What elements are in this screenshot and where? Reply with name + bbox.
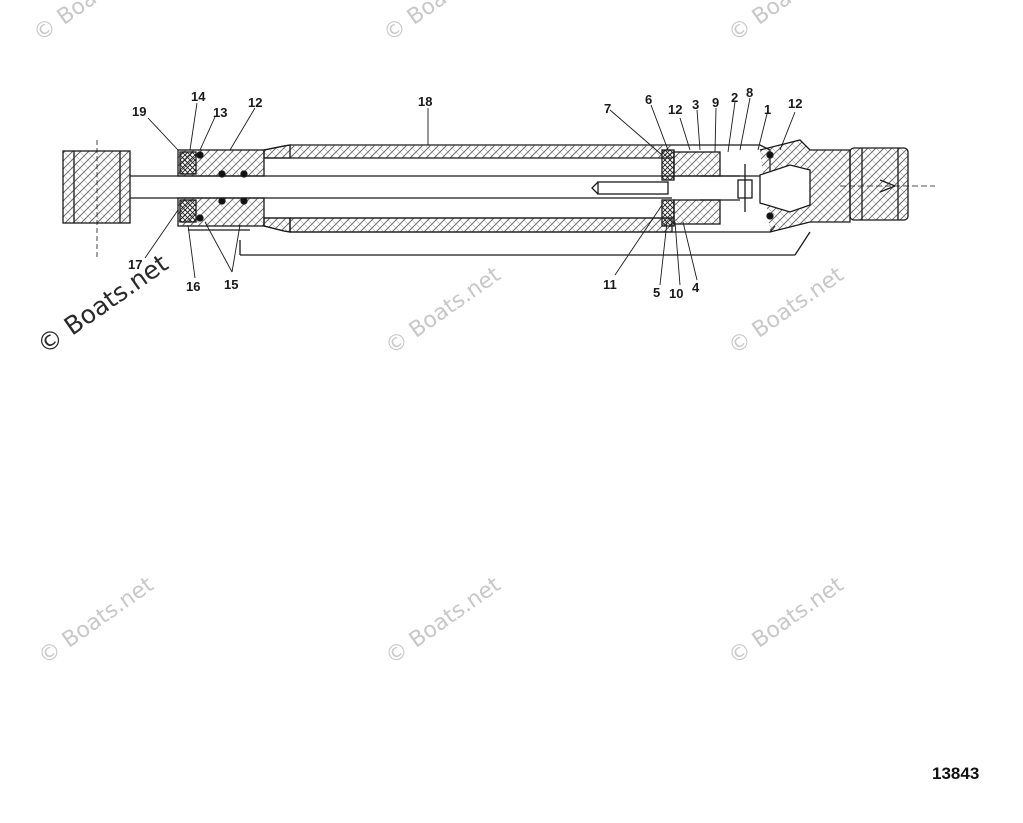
- callout-label: 19: [132, 104, 146, 119]
- cylinder-barrel: [239, 144, 811, 256]
- callout-label: 11: [603, 277, 617, 292]
- watermark: © Boats.net: [381, 262, 506, 360]
- callout-label: 10: [669, 286, 683, 301]
- callout-label: 13: [213, 105, 227, 120]
- piston-assembly: [591, 149, 753, 227]
- callout-label: 18: [418, 94, 432, 109]
- callout-label: 12: [248, 95, 262, 110]
- callout-label: 4: [692, 280, 700, 295]
- callout-label: 16: [186, 279, 200, 294]
- diagram-number: 13843: [932, 764, 979, 783]
- rod-gland: [177, 149, 265, 231]
- watermark-main: © Boats.net: [32, 249, 174, 360]
- right-end-cap: [759, 139, 935, 233]
- callout-label: 2: [731, 90, 738, 105]
- watermark: © Boats.net: [34, 572, 159, 670]
- callout-label: 8: [746, 85, 753, 100]
- watermark: © Boats.net: [724, 262, 849, 360]
- watermark: © Boats.net: [29, 0, 154, 47]
- piston-rod: [130, 175, 672, 199]
- watermark: © Boats.net: [379, 0, 504, 47]
- leader-lines: [144, 97, 796, 286]
- watermark: © Boats.net: [724, 572, 849, 670]
- watermark: © Boats.net: [381, 572, 506, 670]
- watermark-layer: © Boats.net © Boats.net © Boats.net © Bo…: [29, 0, 849, 670]
- callout-labels: 19 14 13 12 18 7 6 12 3 9 2 8 1 12 17 16…: [128, 85, 802, 301]
- left-end-fitting: [62, 140, 131, 258]
- callout-label: 12: [788, 96, 802, 111]
- callout-label: 9: [712, 95, 719, 110]
- callout-label: 5: [653, 285, 660, 300]
- cylinder-drawing: [62, 97, 935, 286]
- callout-label: 15: [224, 277, 238, 292]
- callout-label: 1: [764, 102, 771, 117]
- callout-label: 3: [692, 97, 699, 112]
- callout-label: 6: [645, 92, 652, 107]
- callout-label: 12: [668, 102, 682, 117]
- callout-label: 14: [191, 89, 206, 104]
- watermark: © Boats.net: [724, 0, 849, 47]
- callout-label: 17: [128, 257, 142, 272]
- callout-label: 7: [604, 101, 611, 116]
